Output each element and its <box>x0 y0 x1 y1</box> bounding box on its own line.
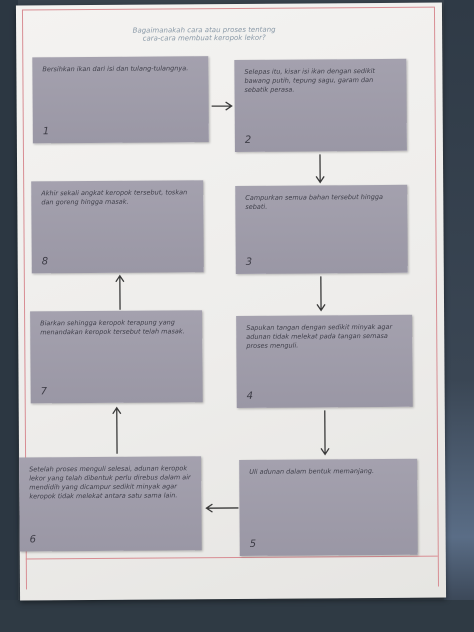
margin-line-right <box>433 6 439 587</box>
step-text: Biarkan sehingga keropok terapung yang m… <box>40 318 185 337</box>
step-text: Uli adunan dalam bentuk memanjang. <box>249 467 375 476</box>
background-right <box>444 0 474 632</box>
step-text: Bersihkan ikan dari isi dan tulang-tulan… <box>42 64 189 74</box>
step-text: Selepas itu, kisar isi ikan dengan sedik… <box>244 66 375 94</box>
step-card-8: Akhir sekali angkat keropok tersebut, to… <box>31 180 204 274</box>
arrow-right-icon <box>211 101 233 111</box>
arrow-down-icon <box>320 410 330 456</box>
step-card-1: Bersihkan ikan dari isi dan tulang-tulan… <box>32 56 209 144</box>
step-number: 5 <box>249 538 257 550</box>
background-left <box>0 0 18 632</box>
step-number: 3 <box>245 256 253 268</box>
arrow-down-icon <box>316 276 326 312</box>
step-text: Sapukan tangan dengan sedikit minyak aga… <box>246 322 393 350</box>
step-card-2: Selepas itu, kisar isi ikan dengan sedik… <box>234 58 407 152</box>
arrow-up-icon <box>115 274 125 310</box>
margin-line-bottom <box>25 555 438 560</box>
paper-sheet: Bagaimanakah cara atau proses tentang ca… <box>15 2 447 601</box>
step-number: 6 <box>29 534 37 546</box>
step-number: 2 <box>244 134 252 146</box>
step-card-6: Setelah proses menguli selesai, adunan k… <box>19 456 202 552</box>
step-card-7: Biarkan sehingga keropok terapung yang m… <box>30 310 203 404</box>
page-title: Bagaimanakah cara atau proses tentang ca… <box>132 25 276 43</box>
step-text: Akhir sekali angkat keropok tersebut, to… <box>41 188 188 207</box>
step-number: 8 <box>41 256 49 268</box>
background-floor <box>0 600 474 632</box>
margin-line-top <box>21 6 434 11</box>
step-text: Setelah proses menguli selesai, adunan k… <box>29 464 191 501</box>
arrow-down-icon <box>315 154 325 184</box>
arrow-up-icon <box>112 406 122 454</box>
step-number: 4 <box>246 390 254 402</box>
step-card-4: Sapukan tangan dengan sedikit minyak aga… <box>236 314 413 408</box>
step-card-3: Campurkan semua bahan tersebut hingga se… <box>235 184 408 274</box>
step-number: 7 <box>40 386 48 398</box>
step-text: Campurkan semua bahan tersebut hingga se… <box>245 192 384 211</box>
step-number: 1 <box>42 126 50 138</box>
step-card-5: Uli adunan dalam bentuk memanjang. 5 <box>239 458 418 556</box>
arrow-left-icon <box>205 503 239 513</box>
